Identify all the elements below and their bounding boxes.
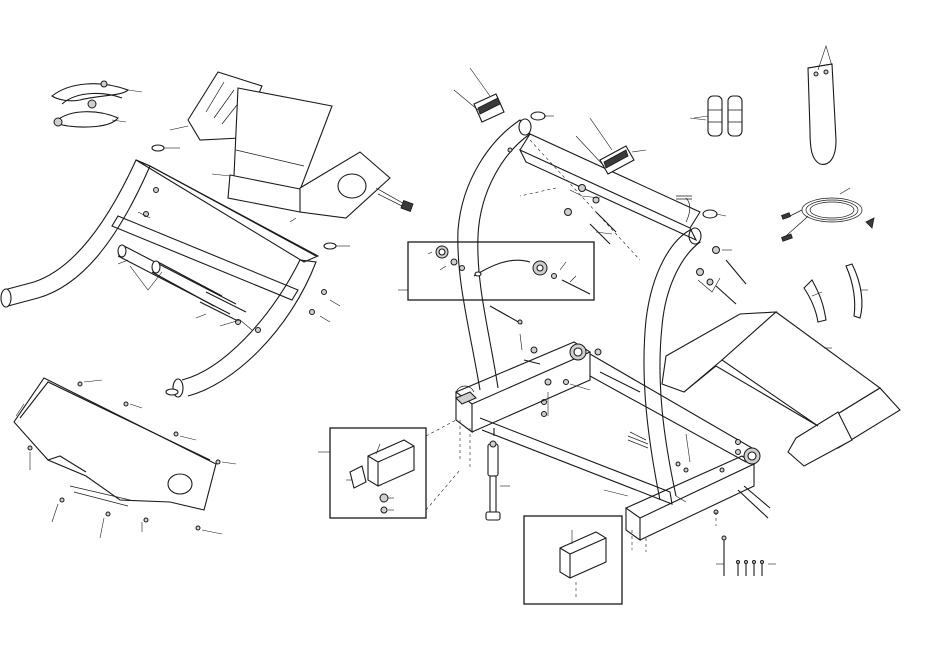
detail-box-frame-insert-lower — [523, 515, 623, 605]
accessory-bag — [807, 45, 837, 165]
motor-hood — [13, 377, 237, 539]
lift-cylinder — [485, 440, 510, 521]
base-frame — [454, 341, 771, 552]
hand-weights — [693, 95, 743, 137]
chest-pulse-strap — [803, 263, 868, 323]
pulse-grip — [453, 67, 727, 219]
handlebar-straps — [51, 80, 143, 128]
walking-deck-platform — [661, 311, 901, 467]
power-cord — [781, 187, 875, 242]
hardware-pins — [716, 535, 776, 576]
detail-box-frame-insert — [318, 419, 461, 519]
upright-crossbar — [0, 144, 350, 398]
console-wire-cable — [519, 139, 692, 261]
console-base — [169, 71, 414, 223]
upright-crossbar-top — [518, 133, 701, 242]
hardware-bolts — [489, 184, 747, 417]
left-upright — [457, 118, 532, 391]
detail-box-upright-pivot — [398, 241, 595, 301]
